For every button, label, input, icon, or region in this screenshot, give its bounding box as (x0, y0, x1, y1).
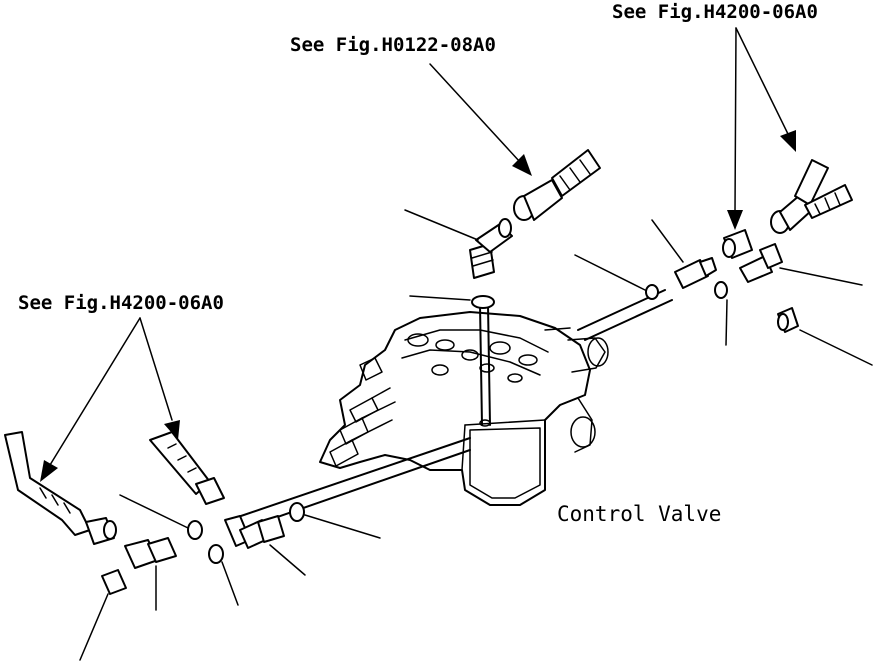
left-elbow-fittings (101, 502, 305, 595)
component-caption: Control Valve (557, 502, 722, 526)
control-valve-body (319, 311, 609, 506)
top-hose (513, 149, 601, 221)
right-fittings (645, 159, 853, 333)
reference-label-top-center: See Fig.H0122-08A0 (290, 34, 496, 56)
reference-label-top-right: See Fig.H4200-06A0 (612, 1, 818, 23)
reference-arrows (40, 27, 796, 482)
leader-lines (79, 209, 873, 661)
reference-label-left: See Fig.H4200-06A0 (18, 292, 224, 314)
top-o-ring (471, 295, 495, 309)
left-hose (4, 431, 117, 545)
left-short-hose (149, 431, 225, 505)
top-elbow-fitting (469, 218, 513, 279)
